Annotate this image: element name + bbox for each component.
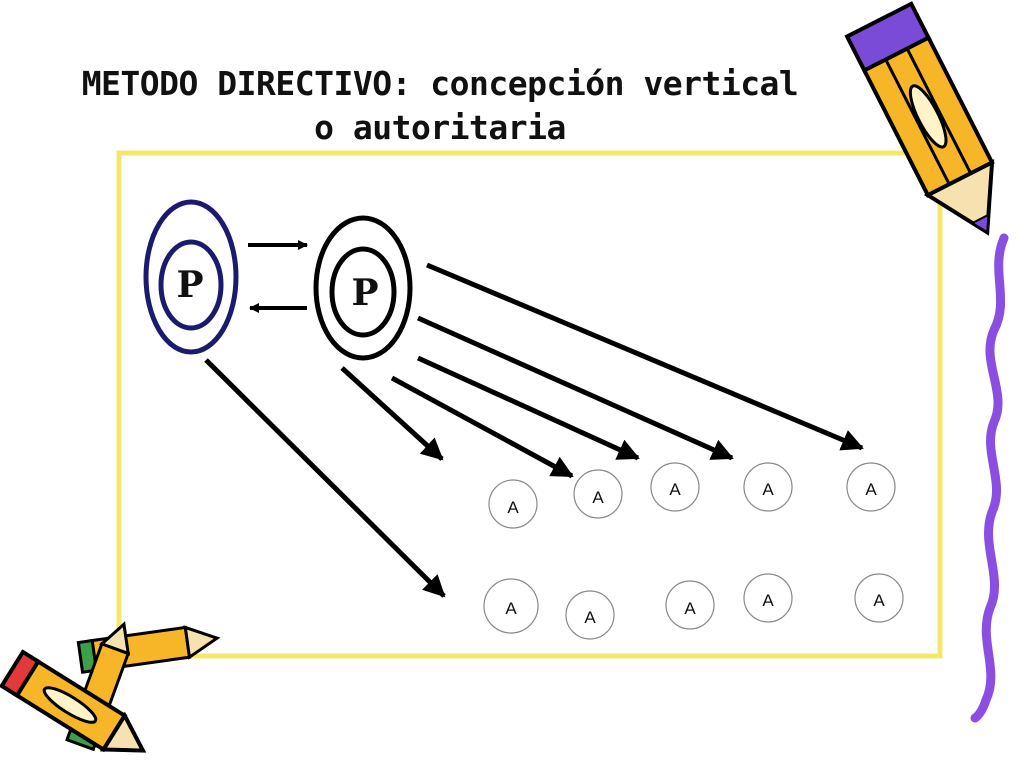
a-node: A xyxy=(650,462,700,512)
a-nodes-bottom: A A A A A xyxy=(483,573,904,640)
a-node: A xyxy=(488,479,538,529)
a-node: A xyxy=(483,578,539,634)
frame-border xyxy=(116,150,943,659)
svg-text:A: A xyxy=(684,599,696,618)
svg-text:A: A xyxy=(507,498,519,517)
a-node: A xyxy=(573,469,623,519)
a-node: A xyxy=(565,590,615,640)
a-node: A xyxy=(743,462,793,512)
title-line-2: o autoritaria xyxy=(314,108,566,147)
svg-text:A: A xyxy=(873,591,885,610)
arrow-3 xyxy=(416,355,640,461)
node-p-right: P xyxy=(313,215,413,361)
pencils-icon xyxy=(0,621,221,753)
node-p-left: P xyxy=(143,199,239,355)
arrow-long xyxy=(204,358,446,598)
title-line-1: METODO DIRECTIVO: concepción vertical xyxy=(81,64,799,103)
svg-text:A: A xyxy=(669,480,681,499)
a-node: A xyxy=(665,580,715,630)
node-p-left-label: P xyxy=(176,264,203,306)
svg-text:A: A xyxy=(505,599,517,618)
a-node: A xyxy=(846,462,896,512)
arrows-top-row xyxy=(340,262,864,479)
node-p-right-label: P xyxy=(351,272,378,314)
svg-text:A: A xyxy=(762,480,774,499)
svg-text:A: A xyxy=(584,608,596,627)
a-node: A xyxy=(743,573,793,623)
squiggle-line xyxy=(970,233,1009,723)
arrow-5 xyxy=(426,262,864,451)
arrow-1 xyxy=(340,366,444,461)
a-node: A xyxy=(854,573,904,623)
svg-text:A: A xyxy=(592,488,604,507)
svg-text:A: A xyxy=(762,591,774,610)
arrow-4 xyxy=(416,315,734,461)
a-nodes-top: A A A A A xyxy=(488,462,896,529)
slide-title: METODO DIRECTIVO: concepción vertical o … xyxy=(0,62,880,150)
pencil-icon xyxy=(844,1,995,236)
svg-text:A: A xyxy=(865,480,877,499)
arrow-2 xyxy=(390,375,574,479)
